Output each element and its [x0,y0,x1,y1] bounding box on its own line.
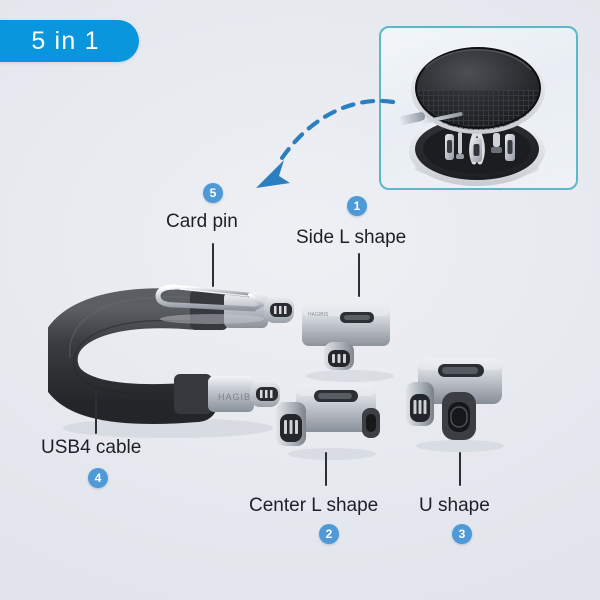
case-illustration [399,46,545,186]
dashed-curved-arrow [256,98,396,188]
label-u-shape: U shape [419,495,490,516]
number-badge-1: 1 [347,196,367,216]
five-in-one-badge: 5 in 1 [0,20,139,62]
label-card-pin: Card pin [166,211,238,232]
leader-line-card-pin [212,243,214,287]
product-center-l-shape [274,366,386,462]
product-case-photo [379,26,578,190]
leader-line-usb4-cable [95,390,97,434]
label-side-l-shape: Side L shape [296,227,407,248]
number-badge-3: 3 [452,524,472,544]
number-badge-2: 2 [319,524,339,544]
svg-text:HAGIBIS: HAGIBIS [308,312,329,318]
number-badge-4: 4 [88,468,108,488]
leader-line-center-l-shape [325,452,327,486]
label-center-l-shape: Center L shape [249,495,379,516]
product-side-l-shape: HAGIBIS [294,292,404,384]
label-usb4-cable: USB4 cable [41,437,142,458]
leader-line-u-shape [459,452,461,486]
five-in-one-badge-label: 5 in 1 [31,26,100,55]
svg-text:HAGIBIS: HAGIBIS [218,392,262,402]
product-u-shape [404,352,516,456]
leader-line-side-l-shape [358,253,360,297]
product-card-pin [150,275,275,325]
number-badge-5: 5 [203,183,223,203]
